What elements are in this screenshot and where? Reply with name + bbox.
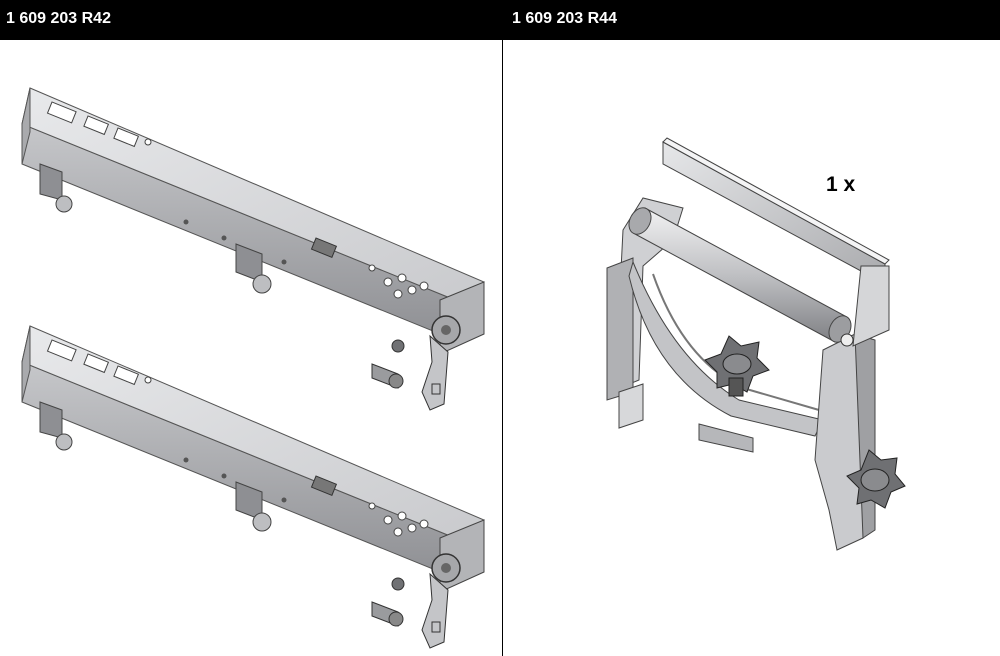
star-knob-icon — [704, 335, 770, 397]
column-divider — [502, 40, 503, 656]
roller-support-drawing — [606, 137, 906, 551]
right-illustration-panel: 1 x — [503, 40, 1000, 656]
lower-rail-bracket — [21, 325, 485, 649]
rail-brackets-drawing — [21, 87, 485, 649]
right-part-number: 1 609 203 R44 — [512, 10, 617, 27]
star-knob-icon — [846, 449, 906, 509]
header-bar: 1 609 203 R42 1 609 203 R44 — [0, 0, 1000, 40]
left-part-number: 1 609 203 R42 — [6, 10, 111, 27]
left-illustration-panel — [0, 40, 502, 656]
quantity-label: 1 x — [826, 173, 856, 196]
